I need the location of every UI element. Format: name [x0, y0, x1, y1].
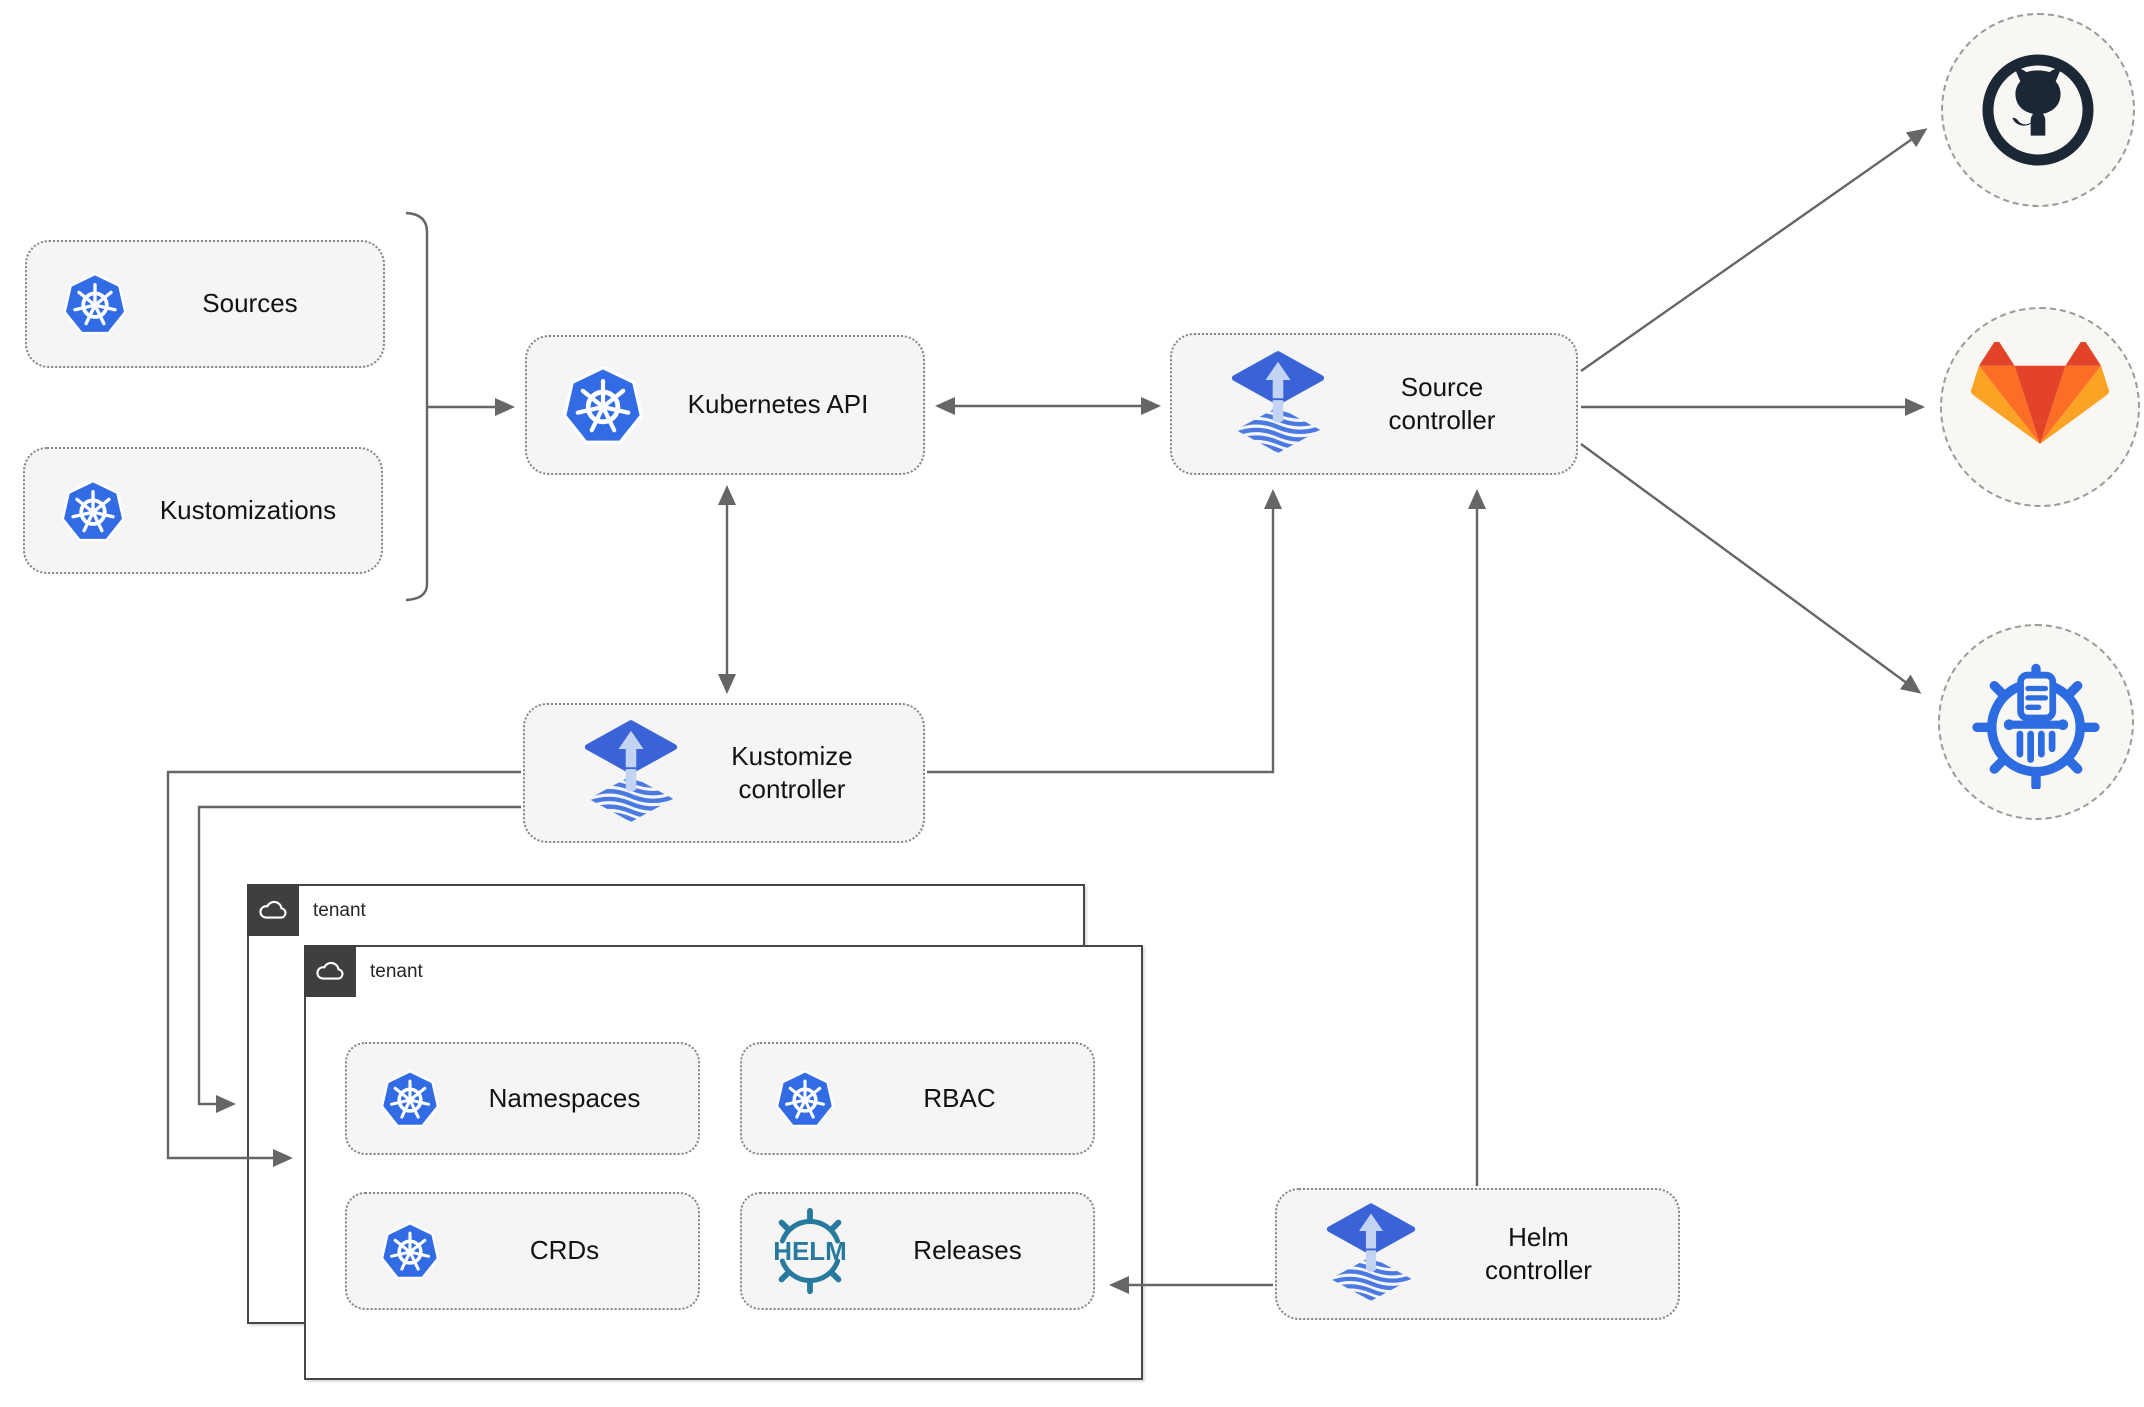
node-label: Kustomizations [159, 494, 337, 525]
bucket-manifests-icon [1972, 663, 2100, 789]
group-bracket [405, 211, 429, 602]
node-label: Kustomize controller [679, 740, 905, 807]
node-helm-controller: Helm controller [1275, 1188, 1680, 1320]
flux-icon [1325, 1202, 1417, 1306]
node-label-line1: Source [1400, 371, 1484, 402]
node-label-line2: controller [1485, 1255, 1592, 1285]
node-label: Source controller [1326, 371, 1558, 438]
node-label: Kubernetes API [687, 389, 869, 420]
helm-icon: HELM [773, 1207, 847, 1295]
node-label-line2: controller [1388, 405, 1496, 435]
arrow-source-to-github [1580, 128, 1928, 372]
external-gitlab [1940, 307, 2140, 507]
node-sources: Sources [25, 240, 385, 368]
github-icon [1982, 54, 2094, 166]
flux-icon [1230, 350, 1326, 458]
kubernetes-icon [60, 478, 126, 542]
node-label: Sources [202, 288, 298, 319]
node-label-line1: Helm [1508, 1221, 1569, 1252]
tenant-label: tenant [370, 961, 423, 982]
arrow-kustomize-to-source-controller [927, 489, 1282, 774]
kubernetes-icon [775, 1069, 835, 1128]
node-kustomizations: Kustomizations [23, 447, 383, 574]
node-label: CRDs [529, 1235, 600, 1266]
node-kustomize-controller: Kustomize controller [523, 703, 925, 843]
node-label: Releases [913, 1235, 1022, 1266]
node-kubernetes-api: Kubernetes API [525, 335, 925, 475]
gitlab-icon [1971, 341, 2109, 444]
flux-icon [583, 719, 679, 827]
external-github [1941, 13, 2135, 207]
cloud-icon [315, 961, 344, 980]
tenant-tab [303, 944, 356, 997]
node-label: Helm controller [1417, 1221, 1660, 1288]
external-bucket [1938, 624, 2134, 820]
tenant-box-inner: tenant [303, 944, 1143, 1380]
helm-logo-text: HELM [773, 1238, 846, 1266]
node-crds: CRDs [345, 1192, 700, 1310]
node-label-line1: Kustomize [731, 740, 853, 771]
kubernetes-icon [555, 359, 651, 452]
node-source-controller: Source controller [1170, 333, 1578, 475]
arrow-source-to-bucket [1580, 443, 1922, 694]
node-namespaces: Namespaces [345, 1042, 700, 1155]
kubernetes-icon [380, 1069, 440, 1128]
kubernetes-icon [62, 272, 128, 336]
node-rbac: RBAC [740, 1042, 1095, 1155]
tenant-tab [246, 883, 299, 936]
node-label-line2: controller [738, 774, 846, 804]
node-releases: HELM Releases [740, 1192, 1095, 1310]
tenant-label: tenant [313, 900, 366, 921]
kubernetes-icon [380, 1221, 440, 1280]
node-label: RBAC [923, 1082, 996, 1113]
cloud-icon [258, 900, 287, 919]
node-label: Namespaces [488, 1082, 641, 1113]
